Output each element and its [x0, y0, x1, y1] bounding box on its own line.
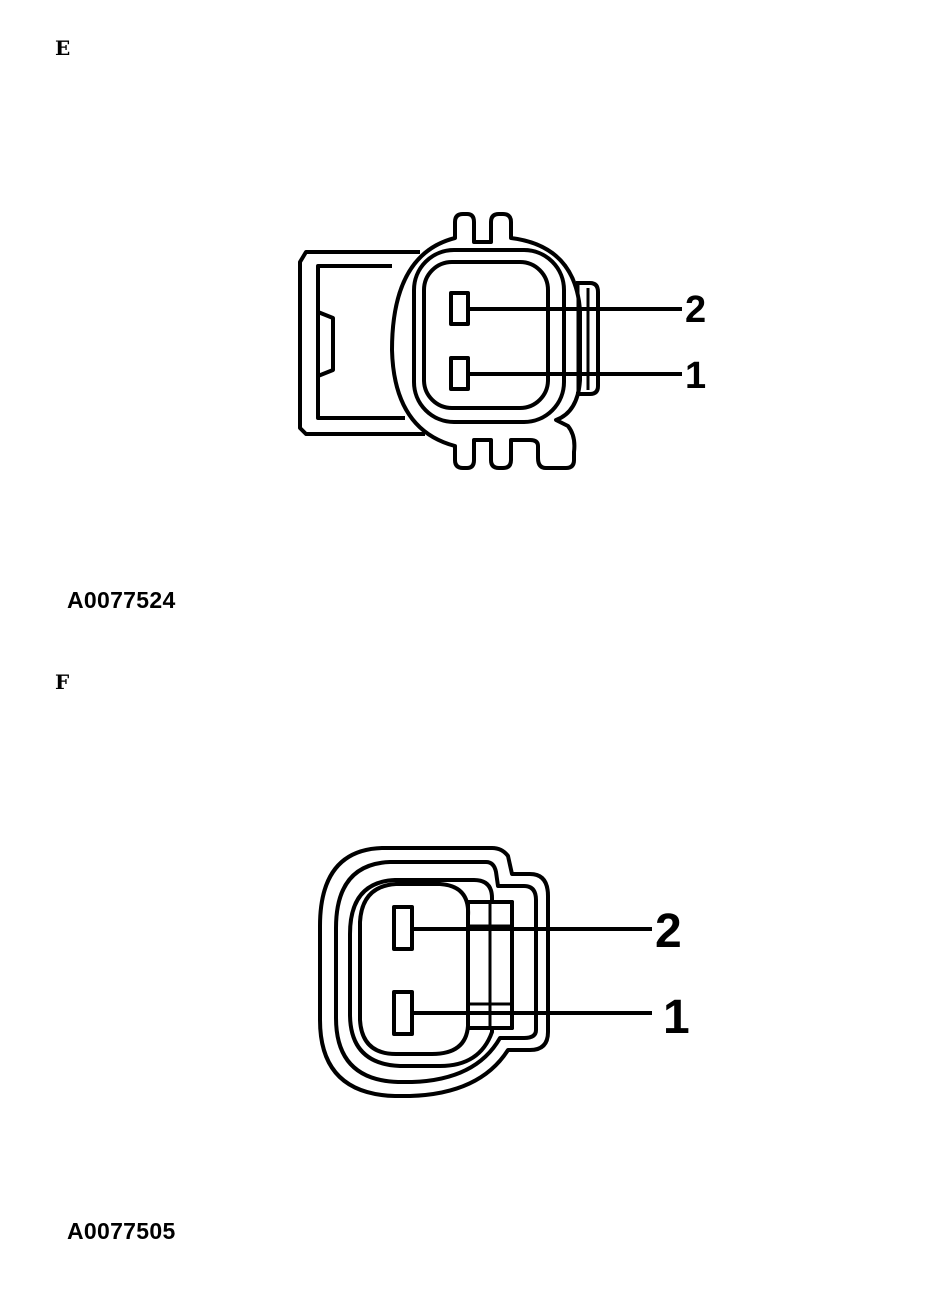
pin-label-1: 1	[663, 991, 690, 1044]
pin-label-1: 1	[685, 355, 706, 397]
connector-e-flange	[298, 250, 425, 436]
connector-e-pin-2-cavity	[449, 291, 470, 326]
connector-f-housing-inner	[348, 878, 514, 1068]
connector-f-face	[358, 882, 471, 1056]
pin-label-2: 2	[685, 289, 706, 331]
connector-e-ribs	[576, 281, 600, 396]
panel-letter: E	[55, 36, 71, 60]
connector-e-drawing: 2 1	[298, 212, 706, 470]
connector-f-pin-2-cavity	[392, 905, 414, 951]
connector-e-face-inner	[422, 260, 550, 410]
connector-f-housing-outer	[318, 846, 550, 1098]
panel-letter: F	[55, 670, 70, 694]
connector-f-pin-1-cavity	[392, 990, 414, 1036]
connector-view-e: E 2 1 A0077524	[0, 0, 928, 640]
connector-e-pin-1-cavity	[449, 356, 470, 391]
figure-reference-code: A0077524	[67, 587, 176, 613]
connector-e-flange-inner	[316, 264, 405, 420]
connector-e-body	[390, 212, 582, 470]
pin-label-2: 2	[655, 905, 682, 958]
connector-f-housing-mid	[334, 860, 538, 1084]
connector-f-drawing: 2 1	[318, 846, 690, 1098]
connector-view-f: F 2 1 A0077505	[0, 640, 928, 1294]
connector-e-face	[412, 248, 566, 424]
connector-e-latch-notch	[317, 310, 335, 378]
figure-reference-code: A0077505	[67, 1218, 176, 1244]
